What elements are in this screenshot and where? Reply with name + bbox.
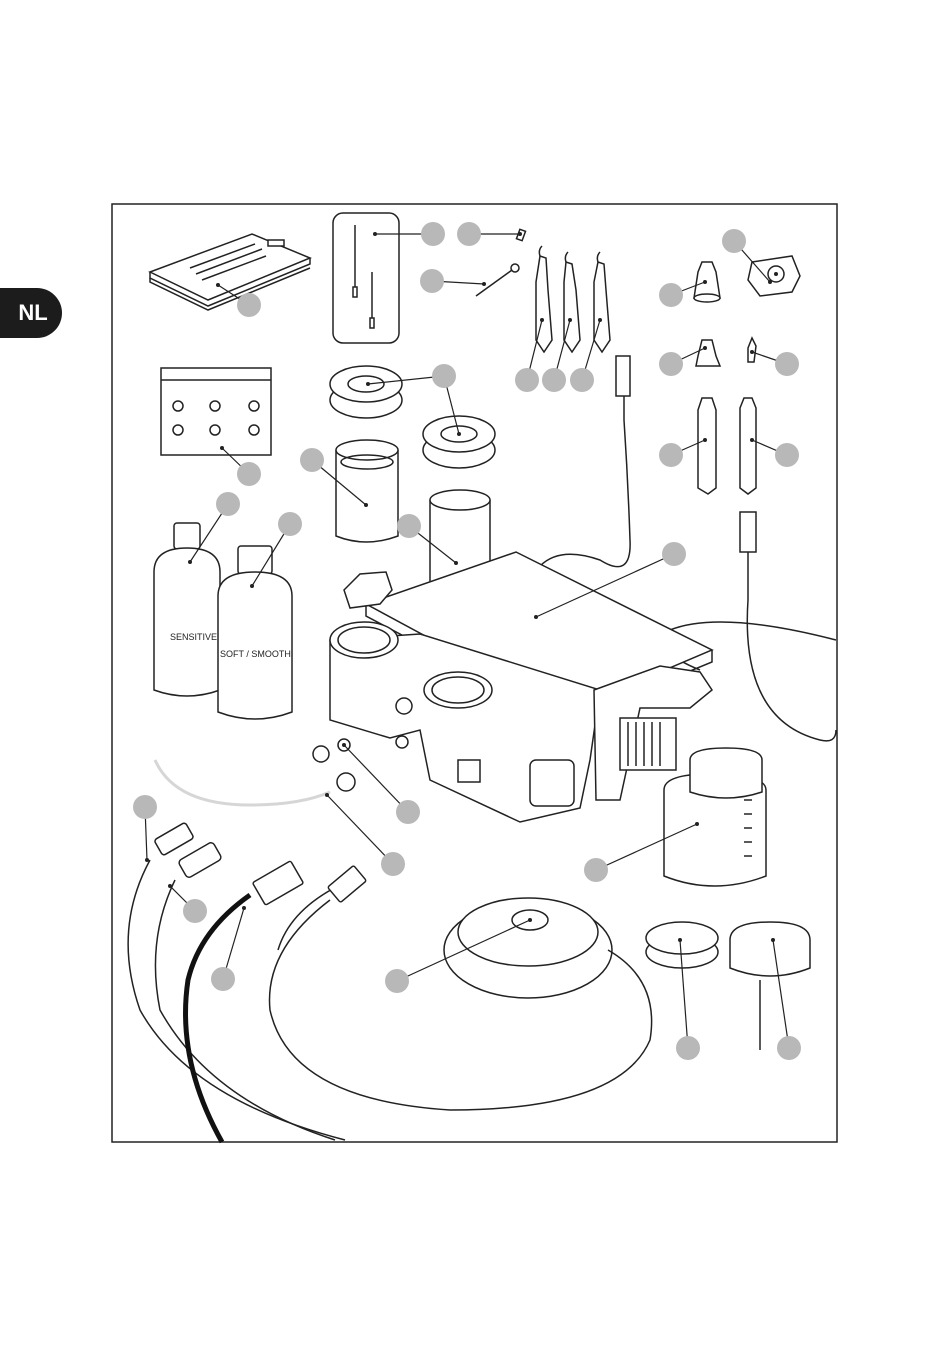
needle-card [333,213,399,343]
foot-pedal [270,898,652,1110]
callout-ball [659,352,683,376]
bottle-soft-smooth: SOFT / SMOOTH [218,546,292,719]
callout-ball [397,514,421,538]
bottle-cap-with-tube [730,922,810,1050]
callout-ball [570,368,594,392]
bottle-label-sensitive: SENSITIVE [170,632,217,642]
callout-ball [211,967,235,991]
callout-ball [584,858,608,882]
callout-ball [676,1036,700,1060]
water-bottle [664,748,766,886]
callout-ball [300,448,324,472]
callout-ball [722,229,746,253]
quick-couplings [313,739,355,791]
callout-ball [457,222,481,246]
callout-ball [775,352,799,376]
chamber-cup-1 [336,440,398,542]
perio-handpiece [740,398,756,494]
callout-ball [775,443,799,467]
hose-connector-1 [616,356,630,396]
cables [128,822,366,1142]
manual-booklet [150,234,310,310]
callout-ball [381,852,405,876]
main-unit [330,552,712,822]
callout-ball [183,899,207,923]
nozzle-small [696,340,720,366]
wrench-tool [476,229,526,296]
bottle-label-soft-smooth: SOFT / SMOOTH [220,649,291,659]
bottle-sensitive: SENSITIVE [154,523,220,696]
airpolisher-handpiece [698,398,716,494]
callout-ball [237,462,261,486]
callout-ball [216,492,240,516]
callout-ball [396,800,420,824]
callout-ball [432,364,456,388]
callout-ball [659,283,683,307]
callout-ball [278,512,302,536]
grey-hose-arc [155,760,330,805]
callout-ball [542,368,566,392]
callout-ball [662,542,686,566]
scaler-handpieces [536,246,610,352]
callout-ball [515,368,539,392]
callout-ball [237,293,261,317]
callout-ball [385,969,409,993]
callout-ball [659,443,683,467]
color-card [161,368,271,455]
powder-chamber-cap [748,256,800,296]
hose-connector-2 [740,512,756,552]
callout-ball [421,222,445,246]
chamber-lid-2 [423,416,495,468]
callout-ball [133,795,157,819]
chamber-lid-1 [330,366,402,418]
callout-ball [420,269,444,293]
callout-ball [777,1036,801,1060]
